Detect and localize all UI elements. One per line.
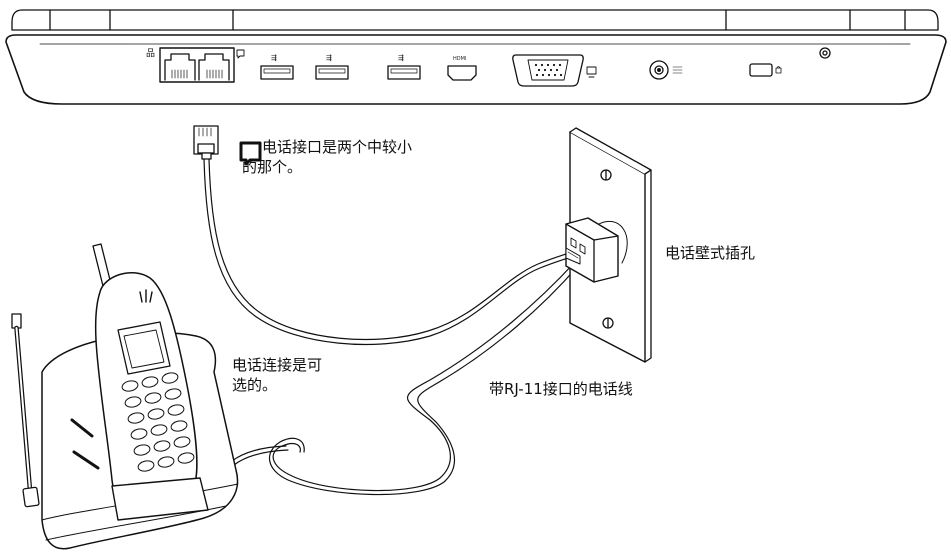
lan-icon: 品 [146, 48, 155, 59]
rj11-plug-top [193, 125, 219, 160]
screw-icon [602, 317, 614, 329]
monitor-icon [586, 66, 597, 75]
wall-socket-plate [565, 127, 652, 363]
cradle-lip [111, 477, 209, 521]
antenna-port [649, 60, 683, 80]
caption-jack-note-line2: 的那个。 [242, 158, 303, 176]
handset-keypad [121, 372, 195, 494]
usb-port-1: ⇶ [260, 54, 294, 80]
screw-icon [600, 169, 612, 181]
laptop-rear-view: 品 ⇶ ⇶ ⇶ [5, 9, 947, 105]
caption-optional-line1: 电话连接是可 [232, 356, 323, 374]
phone-handset [94, 271, 198, 509]
lan-modem-ports: 品 [146, 47, 245, 83]
kensington-lock-slot [749, 63, 782, 77]
hdmi-port: HDMI [447, 56, 477, 81]
caption-wall-socket: 电话壁式插孔 [665, 244, 756, 262]
phone-cable-laptop [203, 158, 572, 346]
usb-port-2: ⇶ [315, 54, 349, 80]
phone-port-icon-large [239, 141, 262, 166]
caption-rj11-cable: 带RJ-11接口的电话线 [489, 380, 633, 398]
round-jack [819, 47, 831, 59]
usb-icon: ⇶ [326, 54, 332, 62]
cordless-phone [11, 243, 239, 550]
lock-icon [775, 67, 782, 74]
hdmi-label: HDMI [453, 56, 466, 62]
usb-port-3: ⇶ [387, 54, 421, 80]
vga-port [512, 54, 597, 87]
phone-cable-handset [231, 261, 579, 496]
usb-icon: ⇶ [398, 54, 404, 62]
usb-icon: ⇶ [271, 54, 277, 62]
caption-jack-note-line1: 电话接口是两个中较小 [262, 138, 413, 156]
caption-optional-line2: 选的。 [232, 376, 278, 394]
base-antenna [11, 313, 40, 508]
phone-port-icon [236, 49, 245, 59]
